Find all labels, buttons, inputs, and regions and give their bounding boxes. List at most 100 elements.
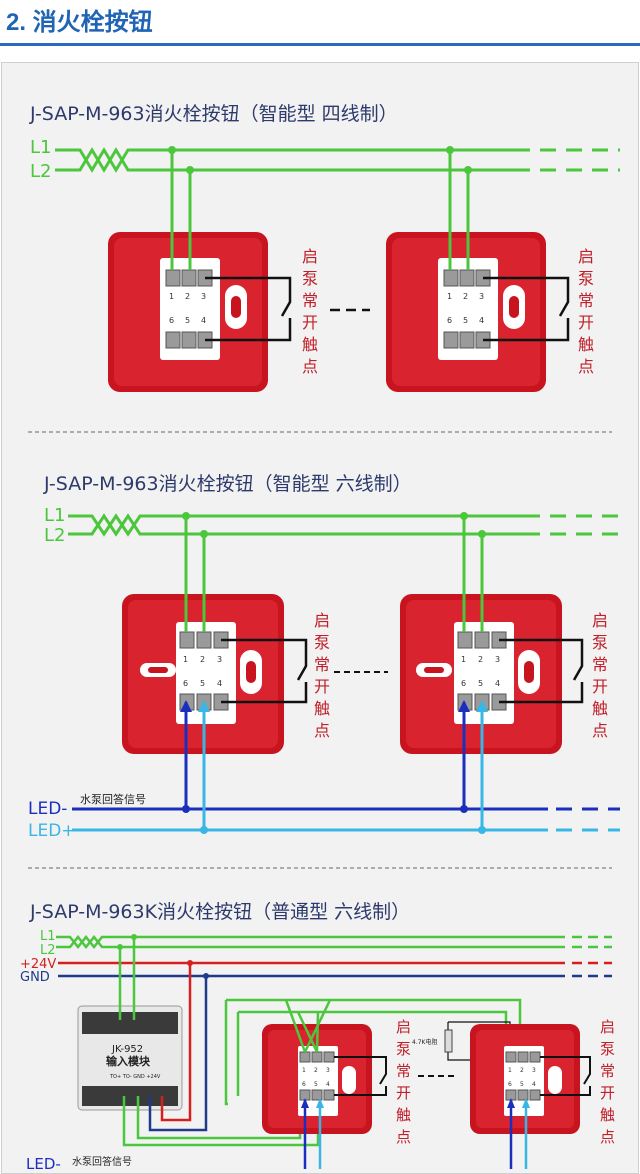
svg-text:点: 点 [600,1128,615,1146]
section-title: J-SAP-M-963消火栓按钮（智能型 六线制） [43,473,412,495]
svg-text:开: 开 [592,677,608,696]
input-module: JK-952 输入模块 TO+ TO- GND +24V [77,1005,183,1111]
svg-text:5: 5 [478,679,483,688]
svg-text:1: 1 [508,1067,512,1074]
svg-text:6: 6 [183,679,188,688]
terminal-1: 1 [169,292,174,301]
svg-text:6: 6 [302,1081,306,1088]
led-plus-label: LED+ [28,821,76,841]
svg-text:5: 5 [200,679,205,688]
svg-text:启: 启 [592,611,608,630]
svg-text:点: 点 [592,721,608,740]
svg-text:3: 3 [532,1067,536,1074]
svg-text:点: 点 [314,721,330,740]
svg-text:点: 点 [302,357,318,376]
section-four-wire: J-SAP-M-963消火栓按钮（智能型 四线制） L1 L2 [29,103,620,392]
svg-text:5: 5 [463,316,468,325]
svg-text:1: 1 [447,292,452,301]
svg-text:2: 2 [478,655,483,664]
svg-text:启: 启 [396,1018,411,1036]
svg-text:常: 常 [578,291,594,310]
bus-label-l1: L1 [44,505,65,526]
led-minus-label: LED- [28,799,67,819]
svg-text:4: 4 [495,679,500,688]
hydrant-button-3: 1 2 3 6 5 4 [122,594,284,754]
section-title: J-SAP-M-963消火栓按钮（智能型 四线制） [29,103,398,125]
svg-text:2: 2 [314,1067,318,1074]
hydrant-button-4: 1 2 3 6 5 4 [400,594,562,754]
svg-text:4: 4 [532,1081,536,1088]
hydrant-button-1: 1 2 3 6 5 4 [108,232,268,392]
led-signal-label: 水泵回答信号 [80,792,146,806]
svg-text:3: 3 [495,655,500,664]
svg-text:5: 5 [520,1081,524,1088]
svg-text:3: 3 [479,292,484,301]
section-six-wire-ordinary: J-SAP-M-963K消火栓按钮（普通型 六线制） L1 L2 +24V GN… [20,901,615,1169]
svg-text:常: 常 [396,1062,411,1080]
svg-text:常: 常 [314,655,330,674]
hydrant-button-2: 1 2 3 6 5 4 [386,232,546,392]
section-six-wire-smart: J-SAP-M-963消火栓按钮（智能型 六线制） L1 L2 [28,473,620,841]
svg-text:3: 3 [326,1067,330,1074]
svg-text:开: 开 [578,313,594,332]
bus-lines [55,147,620,173]
svg-text:泵: 泵 [578,269,594,288]
svg-text:触: 触 [592,699,608,718]
svg-text:点: 点 [578,357,594,376]
svg-text:触: 触 [600,1106,615,1124]
svg-text:6: 6 [508,1081,512,1088]
svg-text:触: 触 [314,699,330,718]
module-terminals: TO+ TO- GND +24V [109,1074,161,1080]
svg-text:3: 3 [217,655,222,664]
bus-label-l2: L2 [44,525,65,546]
svg-text:2: 2 [200,655,205,664]
module-name: 输入模块 [106,1054,151,1068]
svg-text:常: 常 [600,1062,615,1080]
svg-text:泵: 泵 [302,269,318,288]
terminal-6: 6 [169,316,174,325]
svg-text:+24V: +24V [20,957,56,972]
hydrant-button-5: 1 2 3 6 5 4 [262,1024,372,1134]
svg-text:常: 常 [302,291,318,310]
led-signal-label: 水泵回答信号 [72,1155,132,1168]
contact-wiring [205,276,292,342]
svg-text:2: 2 [463,292,468,301]
svg-text:泵: 泵 [314,633,330,652]
svg-text:4: 4 [479,316,484,325]
svg-text:6: 6 [447,316,452,325]
svg-text:触: 触 [578,335,594,354]
svg-text:启: 启 [302,247,318,266]
svg-text:6: 6 [461,679,466,688]
contact-label: 启 泵 常 开 触 点 [302,247,318,376]
led-minus-label: LED- [26,1155,61,1169]
svg-text:开: 开 [302,313,318,332]
svg-text:L1: L1 [40,929,56,944]
svg-text:启: 启 [578,247,594,266]
svg-text:开: 开 [396,1084,411,1102]
terminal-3: 3 [201,292,206,301]
terminal-2: 2 [185,292,190,301]
bus-label-l2: L2 [30,161,51,182]
svg-text:开: 开 [600,1084,615,1102]
resistor-label: 4.7K电阻 [412,1038,437,1046]
svg-text:4: 4 [217,679,222,688]
svg-text:4: 4 [326,1081,330,1088]
module-model: JK-952 [111,1044,143,1055]
svg-text:1: 1 [461,655,466,664]
bus-label-l1: L1 [30,137,51,158]
hydrant-button-6: 1 2 3 6 5 4 [470,1024,580,1134]
svg-text:触: 触 [396,1106,411,1124]
svg-text:5: 5 [314,1081,318,1088]
svg-text:触: 触 [302,335,318,354]
svg-text:启: 启 [314,611,330,630]
terminal-4: 4 [201,316,206,325]
terminal-5: 5 [185,316,190,325]
svg-text:开: 开 [314,677,330,696]
svg-text:点: 点 [396,1128,411,1146]
svg-text:1: 1 [183,655,188,664]
svg-text:L2: L2 [40,943,56,958]
svg-text:泵: 泵 [600,1040,615,1058]
svg-text:启: 启 [600,1018,615,1036]
